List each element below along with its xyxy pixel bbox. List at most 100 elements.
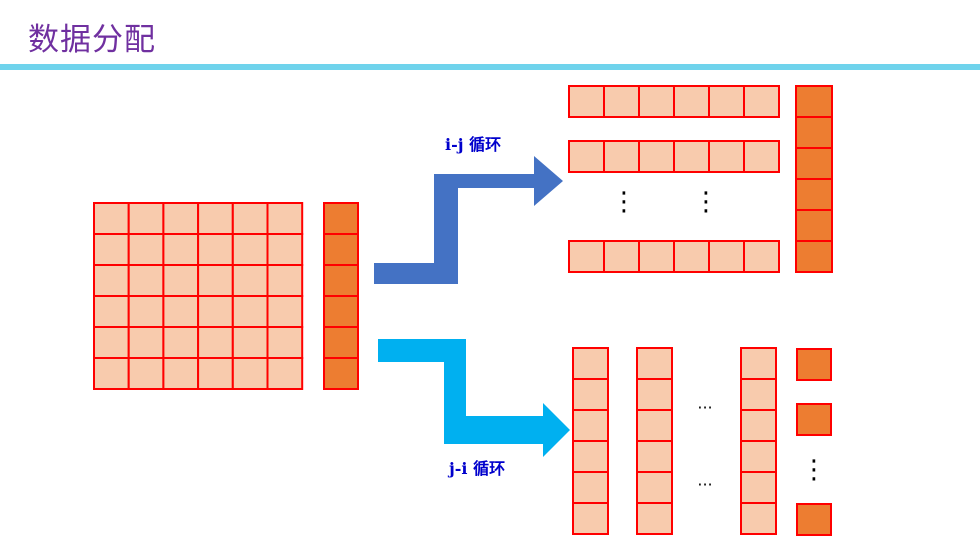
row-cell bbox=[743, 85, 780, 118]
column-cell bbox=[740, 471, 777, 504]
column-cell bbox=[636, 440, 673, 473]
row-cell bbox=[743, 240, 780, 273]
vector-piece bbox=[796, 348, 832, 381]
ellipsis-horizontal-2: ··· bbox=[697, 475, 712, 494]
vector-cell bbox=[323, 264, 359, 297]
row-cell bbox=[603, 240, 640, 273]
target-vector-cell bbox=[795, 209, 833, 242]
target-vector-cell bbox=[795, 240, 833, 273]
ellipsis-vertical-1: ⋮ bbox=[611, 187, 637, 217]
matrix-cell bbox=[231, 233, 269, 266]
vector-cell bbox=[323, 202, 359, 235]
source-matrix bbox=[93, 202, 304, 390]
target-vector bbox=[795, 85, 833, 273]
row-cell bbox=[673, 240, 710, 273]
row-cell bbox=[708, 240, 745, 273]
column-cell bbox=[740, 440, 777, 473]
vector-piece bbox=[796, 503, 832, 536]
matrix-cell bbox=[231, 295, 269, 328]
column-cell bbox=[636, 409, 673, 442]
matrix-cell bbox=[162, 326, 200, 359]
matrix-cell bbox=[127, 264, 165, 297]
matrix-cell bbox=[93, 295, 130, 328]
column-cell bbox=[572, 471, 609, 504]
row-cell bbox=[673, 85, 710, 118]
column-cell bbox=[636, 378, 673, 411]
label-ij-loop: i-j 循环 bbox=[445, 135, 501, 154]
matrix-cell bbox=[266, 295, 304, 328]
vector-pieces bbox=[796, 348, 832, 536]
matrix-cell bbox=[127, 233, 165, 266]
matrix-cell bbox=[266, 202, 304, 235]
matrix-cell bbox=[197, 357, 234, 390]
row-cell bbox=[638, 140, 675, 173]
matrix-cell bbox=[127, 295, 165, 328]
matrix-cell bbox=[266, 357, 304, 390]
label-ji-loop: j-i 循环 bbox=[447, 459, 505, 478]
matrix-cell bbox=[93, 326, 130, 359]
row-blocks bbox=[568, 85, 780, 273]
row-cell bbox=[673, 140, 710, 173]
column-cell bbox=[636, 347, 673, 380]
source-vector bbox=[323, 202, 359, 390]
target-vector-cell bbox=[795, 147, 833, 180]
column-cell bbox=[740, 502, 777, 535]
column-cell bbox=[572, 502, 609, 535]
row-cell bbox=[638, 85, 675, 118]
matrix-cell bbox=[93, 233, 130, 266]
target-vector-cell bbox=[795, 85, 833, 118]
column-blocks bbox=[572, 347, 777, 535]
vector-cell bbox=[323, 326, 359, 359]
column-cell bbox=[740, 347, 777, 380]
column-cell bbox=[636, 502, 673, 535]
ellipsis-horizontal-1: ··· bbox=[697, 398, 712, 417]
matrix-cell bbox=[162, 264, 200, 297]
column-cell bbox=[636, 471, 673, 504]
matrix-cell bbox=[93, 202, 130, 235]
row-cell bbox=[708, 85, 745, 118]
arrow-ij bbox=[374, 156, 563, 284]
matrix-cell bbox=[162, 295, 200, 328]
arrow-ji bbox=[378, 339, 570, 457]
column-cell bbox=[572, 378, 609, 411]
matrix-cell bbox=[266, 233, 304, 266]
matrix-cell bbox=[93, 357, 130, 390]
row-cell bbox=[708, 140, 745, 173]
matrix-cell bbox=[266, 326, 304, 359]
matrix-cell bbox=[231, 357, 269, 390]
matrix-cell bbox=[197, 202, 234, 235]
row-cell bbox=[568, 240, 605, 273]
column-cell bbox=[740, 409, 777, 442]
matrix-cell bbox=[162, 357, 200, 390]
column-cell bbox=[572, 440, 609, 473]
target-vector-cell bbox=[795, 178, 833, 211]
matrix-cell bbox=[162, 202, 200, 235]
matrix-cell bbox=[93, 264, 130, 297]
vector-piece bbox=[796, 403, 832, 436]
row-cell bbox=[603, 140, 640, 173]
matrix-cell bbox=[127, 202, 165, 235]
row-cell bbox=[638, 240, 675, 273]
matrix-cell bbox=[127, 357, 165, 390]
row-cell bbox=[603, 85, 640, 118]
row-cell bbox=[568, 140, 605, 173]
matrix-cell bbox=[197, 295, 234, 328]
matrix-cell bbox=[197, 233, 234, 266]
column-cell bbox=[740, 378, 777, 411]
ellipsis-vertical-3: ⋮ bbox=[801, 455, 827, 485]
matrix-cell bbox=[231, 264, 269, 297]
vector-cell bbox=[323, 233, 359, 266]
matrix-cell bbox=[162, 233, 200, 266]
ellipsis-vertical-2: ⋮ bbox=[693, 187, 719, 217]
row-cell bbox=[568, 85, 605, 118]
matrix-cell bbox=[231, 326, 269, 359]
matrix-cell bbox=[231, 202, 269, 235]
target-vector-cell bbox=[795, 116, 833, 149]
matrix-cell bbox=[197, 326, 234, 359]
matrix-cell bbox=[127, 326, 165, 359]
vector-cell bbox=[323, 357, 359, 390]
page-title: 数据分配 bbox=[28, 22, 156, 58]
title-rule bbox=[0, 64, 980, 70]
column-cell bbox=[572, 347, 609, 380]
